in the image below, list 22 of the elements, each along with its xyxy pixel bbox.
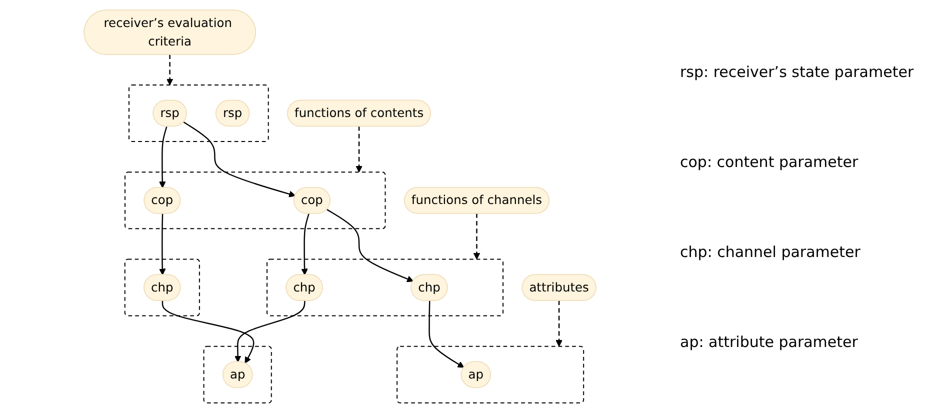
arrow bbox=[159, 214, 166, 276]
arrow bbox=[162, 300, 254, 364]
parameter-note: cop: content parameter bbox=[680, 152, 860, 170]
parameter-note: ap: attribute parameter bbox=[680, 332, 859, 350]
parameter-note: chp: channel parameter bbox=[680, 242, 862, 260]
cluster bbox=[266, 258, 504, 316]
cluster bbox=[124, 172, 386, 230]
arrow bbox=[556, 300, 562, 347]
cluster bbox=[396, 346, 584, 404]
arrow bbox=[301, 214, 310, 276]
parameter-note: rsp: receiver’s state parameter bbox=[680, 62, 915, 80]
cluster bbox=[128, 84, 269, 142]
cluster bbox=[124, 258, 200, 316]
cluster bbox=[203, 346, 272, 404]
arrow bbox=[356, 126, 362, 172]
arrow bbox=[428, 300, 464, 368]
arrow bbox=[234, 300, 306, 362]
arrow bbox=[326, 209, 414, 282]
arrow bbox=[183, 122, 296, 198]
arrow bbox=[159, 126, 168, 188]
arrow bbox=[473, 213, 480, 260]
arrow bbox=[166, 54, 174, 86]
